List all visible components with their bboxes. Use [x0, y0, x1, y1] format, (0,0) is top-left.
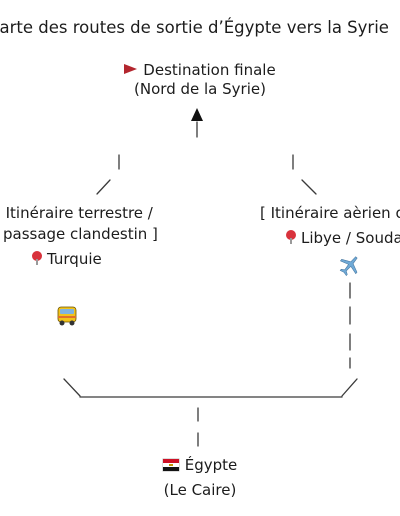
destination-sublabel: (Nord de la Syrie): [134, 80, 266, 98]
land-route-title-line2: passage clandestin ]: [3, 225, 158, 243]
bracket-left-diagonal: [63, 378, 81, 397]
bus-icon: [57, 306, 77, 326]
land-route-via: Turquie: [47, 250, 102, 268]
diagram-title: Carte des routes de sortie d’Égypte vers…: [0, 18, 389, 37]
destination-label-row: Destination finale: [100, 61, 300, 79]
arrowhead-up: [191, 108, 203, 121]
air-route-title-line1: [ Itinéraire aèrien ou: [260, 204, 400, 222]
right-upper-dash-diagonal: [301, 179, 317, 195]
bracket-right-diagonal: [341, 378, 358, 397]
destination-label: Destination finale: [143, 61, 276, 79]
air-route-via: Libye / Soudan: [301, 229, 400, 247]
egypt-flag-icon: [162, 459, 179, 471]
origin-label: Égypte: [184, 456, 238, 474]
left-upper-dash-diagonal: [96, 179, 111, 195]
land-route-via-row: Turquie: [32, 250, 102, 268]
air-route-via-row: Libye / Soudan: [286, 229, 400, 247]
origin-label-row: Égypte: [120, 456, 280, 474]
land-route-title-line1: [ Itinéraire terrestre /: [0, 204, 153, 222]
location-pin-icon: [32, 251, 42, 265]
airplane-icon: [339, 256, 358, 277]
red-pennant-flag-icon: [124, 64, 138, 74]
location-pin-icon: [286, 230, 296, 244]
origin-sublabel: (Le Caire): [163, 481, 237, 499]
